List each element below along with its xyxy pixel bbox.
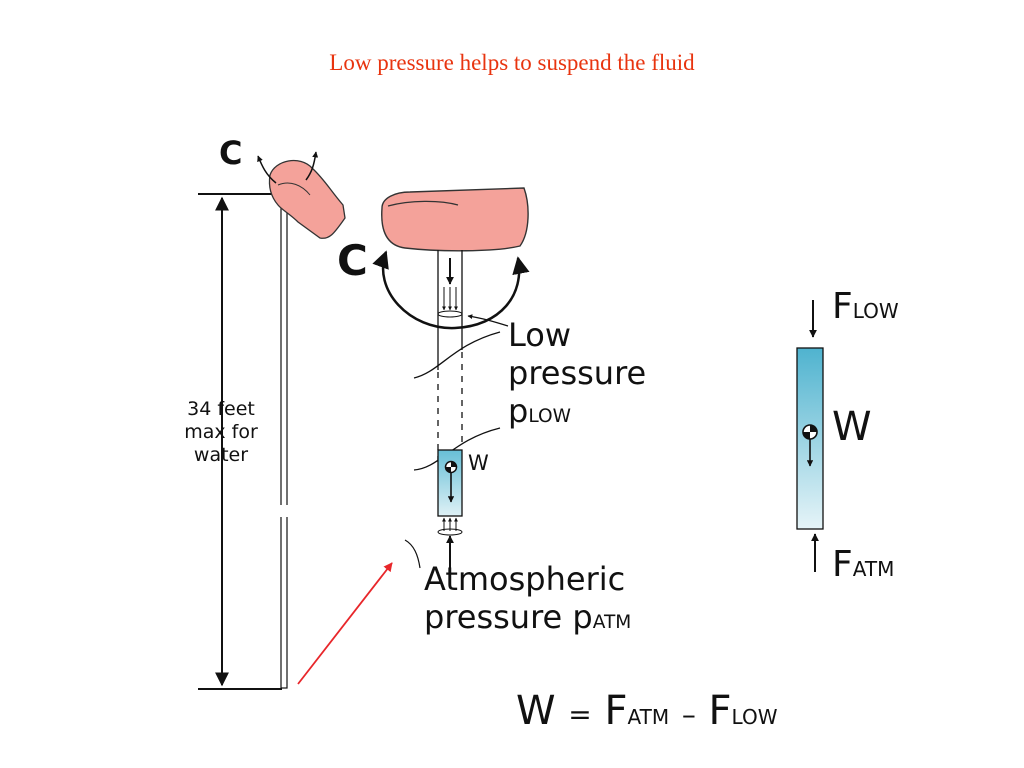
red-pointer-arrow: [297, 562, 393, 685]
atm-line2: pressure pATM: [424, 598, 631, 642]
free-body-group: [796, 300, 824, 572]
finger-nail: [387, 200, 459, 207]
f-atm-label: FATM: [832, 544, 894, 585]
small-rotation-arrow-left: [257, 155, 277, 184]
equation-equals: =: [568, 698, 592, 731]
center-of-mass-fill-b: [445, 467, 451, 473]
water-column: [437, 449, 463, 517]
f-atm-sub: ATM: [852, 557, 895, 581]
equation-f-atm-sub: ATM: [627, 705, 670, 729]
tall-tube-group: [198, 151, 346, 690]
atm-line1: Atmospheric: [424, 560, 626, 598]
middle-tube-group: [297, 187, 530, 685]
equation-f-low: FLOW: [709, 688, 778, 734]
atm-line2-sub: ATM: [592, 612, 632, 633]
f-atm-main: F: [832, 544, 853, 585]
p-low-main: p: [508, 392, 529, 430]
low-pressure-line2: pressure: [508, 354, 647, 392]
f-low-label: FLOW: [832, 286, 899, 327]
p-low-label: pLOW: [508, 392, 646, 436]
equation-f-low-main: F: [708, 688, 732, 734]
equation-f-low-sub: LOW: [731, 705, 778, 729]
center-of-mass-right-fill-a: [810, 425, 817, 432]
small-hand-icon: [268, 159, 346, 239]
atm-line2-main: pressure p: [424, 598, 593, 636]
height-label: 34 feet max for water: [166, 398, 276, 467]
center-of-mass-right-fill-b: [803, 432, 810, 439]
finger-icon: [381, 187, 529, 252]
equation: W = FATM – FLOW: [516, 688, 778, 740]
p-low-sub: LOW: [528, 406, 571, 427]
equation-f-atm: FATM: [604, 688, 669, 734]
f-low-main: F: [832, 286, 853, 327]
height-label-line3: water: [193, 444, 249, 466]
atmospheric-pressure-label: Atmospheric pressure pATM: [424, 560, 631, 642]
w-label-small: W: [468, 451, 489, 475]
tube-break-curve-top: [413, 331, 501, 379]
equation-minus: –: [681, 698, 696, 731]
low-pressure-label: Low pressure pLOW: [508, 316, 646, 436]
large-rotation-arrow: [372, 250, 530, 330]
tube-break-gap: [279, 505, 289, 517]
atm-pressure-leader: [404, 539, 421, 569]
small-rotation-arrow-right: [305, 151, 319, 181]
c-label-small: C: [219, 134, 243, 172]
small-hand-finger-line: [277, 182, 311, 196]
equation-f-atm-main: F: [604, 688, 628, 734]
equation-w: W: [516, 688, 556, 734]
slide-title: Low pressure helps to suspend the fluid: [329, 50, 695, 75]
low-pressure-line1: Low: [508, 316, 572, 354]
tall-tube: [280, 199, 288, 689]
center-of-mass-fill-a: [451, 461, 457, 467]
f-low-sub: LOW: [852, 299, 899, 323]
height-label-line2: max for: [184, 421, 258, 443]
height-label-line1: 34 feet: [187, 398, 255, 420]
c-label-large: C: [337, 236, 368, 285]
low-pressure-leader: [467, 314, 509, 327]
tube-top-ellipse: [437, 310, 463, 318]
w-label-right: W: [832, 404, 872, 450]
